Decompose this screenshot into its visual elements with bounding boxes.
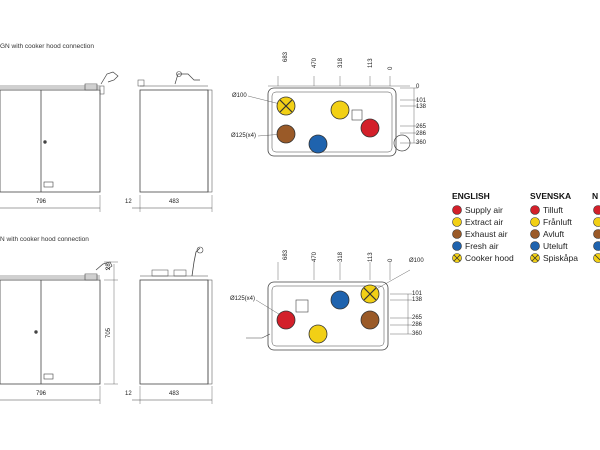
top-unit-caption: GN with cooker hood connection <box>0 43 94 50</box>
yellow-circle-icon <box>452 217 462 227</box>
brown-circle-icon <box>452 229 462 239</box>
bottom-diameter-small: Ø100 <box>409 258 424 264</box>
legend-svenska-avluft: Avluft <box>543 229 565 239</box>
bottom-diameter-large: Ø125(x4) <box>230 296 256 302</box>
top-side-width: 483 <box>169 199 180 205</box>
blue-circle-icon <box>530 241 540 251</box>
crossed-yellow-circle-icon <box>530 253 540 263</box>
legend-english-exhaust-air: Exhaust air <box>465 229 508 239</box>
bottom-side-view <box>132 246 213 404</box>
legend-svenska-uteluft: Uteluft <box>543 241 568 251</box>
crossed-yellow-circle-icon <box>452 253 462 263</box>
red-circle-icon <box>530 205 540 215</box>
yellow-circle-icon <box>593 217 600 227</box>
legend-svenska-tilluft: Tilluft <box>543 205 563 215</box>
yellow-circle-icon <box>530 217 540 227</box>
bottom-front-view <box>0 261 118 404</box>
blue-circle-icon <box>330 290 350 310</box>
brown-circle-icon <box>593 229 600 239</box>
top-right-dim-101: 101 <box>416 98 427 104</box>
legend-heading-english: ENGLISH <box>452 191 490 201</box>
bottom-right-dim-265: 265 <box>412 315 423 321</box>
bottom-front-width: 796 <box>36 391 47 397</box>
legend-english-supply-air: Supply air <box>465 205 503 215</box>
yellow-circle-icon <box>308 324 328 344</box>
top-side-view <box>132 71 213 212</box>
bottom-right-dim-101: 101 <box>412 291 423 297</box>
blue-circle-icon <box>593 241 600 251</box>
crossed-yellow-circle-icon <box>360 284 380 304</box>
crossed-yellow-circle-icon <box>276 96 296 116</box>
bottom-right-dim-360: 360 <box>412 331 423 337</box>
legend-heading-third: N <box>592 191 599 201</box>
brown-circle-icon <box>276 124 296 144</box>
legend-svenska-spiskapa: Spiskåpa <box>543 253 578 263</box>
legend-english-fresh-air: Fresh air <box>465 241 499 251</box>
blue-circle-icon <box>308 134 328 154</box>
legend-english-extract-air: Extract air <box>465 217 504 227</box>
legend-heading-svenska: SVENSKA <box>530 191 572 201</box>
bottom-plan-view <box>246 262 412 351</box>
top-diameter-small: Ø100 <box>232 93 247 99</box>
top-right-dim-265: 265 <box>416 124 427 130</box>
top-right-dim-286: 286 <box>416 131 427 137</box>
blue-circle-icon <box>452 241 462 251</box>
top-front-view <box>0 71 119 212</box>
brown-circle-icon <box>530 229 540 239</box>
bottom-side-width: 483 <box>169 391 180 397</box>
top-front-width: 796 <box>36 199 47 205</box>
red-circle-icon <box>593 205 600 215</box>
yellow-circle-icon <box>330 100 350 120</box>
legend-svenska-franluft: Frånluft <box>543 217 572 227</box>
top-right-dim-0: 0 <box>416 84 420 90</box>
red-circle-icon <box>360 118 380 138</box>
brown-circle-icon <box>360 310 380 330</box>
top-plan-view <box>247 76 418 157</box>
bottom-side-gap: 12 <box>125 391 132 397</box>
crossed-yellow-circle-icon <box>593 253 600 263</box>
top-side-gap: 12 <box>125 199 132 205</box>
top-right-dim-360: 360 <box>416 140 427 146</box>
red-circle-icon <box>276 310 296 330</box>
bottom-right-dim-138: 138 <box>412 297 423 303</box>
top-diameter-large: Ø125(x4) <box>231 133 257 139</box>
red-circle-icon <box>452 205 462 215</box>
legend-english-cooker-hood: Cooker hood <box>465 253 514 263</box>
bottom-right-dim-286: 286 <box>412 322 423 328</box>
top-right-dim-138: 138 <box>416 104 427 110</box>
bottom-unit-caption: N with cooker hood connection <box>0 236 89 243</box>
